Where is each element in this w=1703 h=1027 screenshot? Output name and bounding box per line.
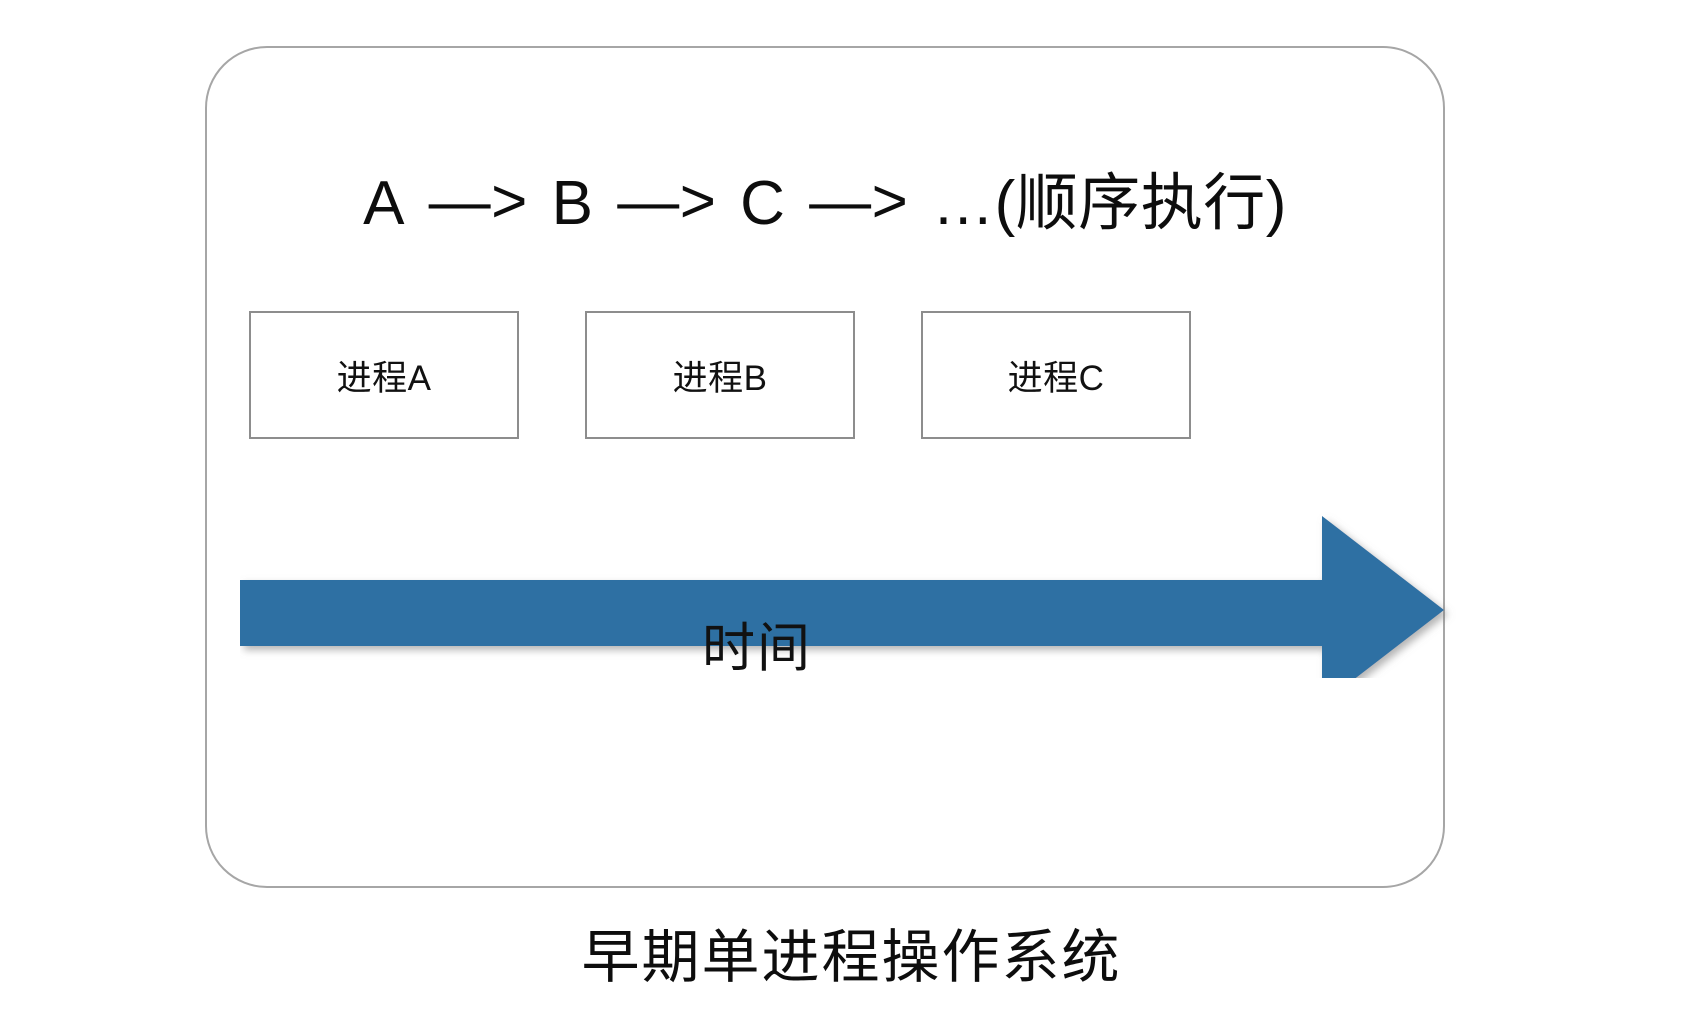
sequence-token-a: A	[363, 169, 405, 238]
sequence-ellipsis: …	[932, 169, 995, 238]
sequence-arrow-1: —>	[428, 167, 528, 236]
process-box-row: 进程A 进程B 进程C	[249, 311, 1405, 439]
process-box-c-label: 进程C	[1007, 358, 1105, 398]
time-arrow	[240, 468, 1448, 678]
diagram-frame: A —> B —> C —> …(顺序执行) 进程A 进程B 进程C 时间	[205, 46, 1445, 888]
process-box-b: 进程B	[585, 311, 855, 439]
process-box-a: 进程A	[249, 311, 519, 439]
sequence-arrow-3: —>	[809, 167, 909, 236]
time-axis-label: 时间	[702, 619, 812, 678]
time-arrow-shape	[240, 516, 1444, 678]
process-box-c: 进程C	[921, 311, 1191, 439]
sequence-expression: A —> B —> C —> …(顺序执行)	[207, 167, 1443, 239]
process-box-a-label: 进程A	[336, 358, 432, 398]
figure-caption: 早期单进程操作系统	[581, 925, 1122, 990]
sequence-token-b: B	[551, 169, 594, 238]
sequence-arrow-2: —>	[617, 167, 717, 236]
process-box-b-label: 进程B	[672, 358, 768, 398]
sequence-note: (顺序执行)	[994, 169, 1287, 238]
sequence-token-c: C	[740, 169, 786, 238]
